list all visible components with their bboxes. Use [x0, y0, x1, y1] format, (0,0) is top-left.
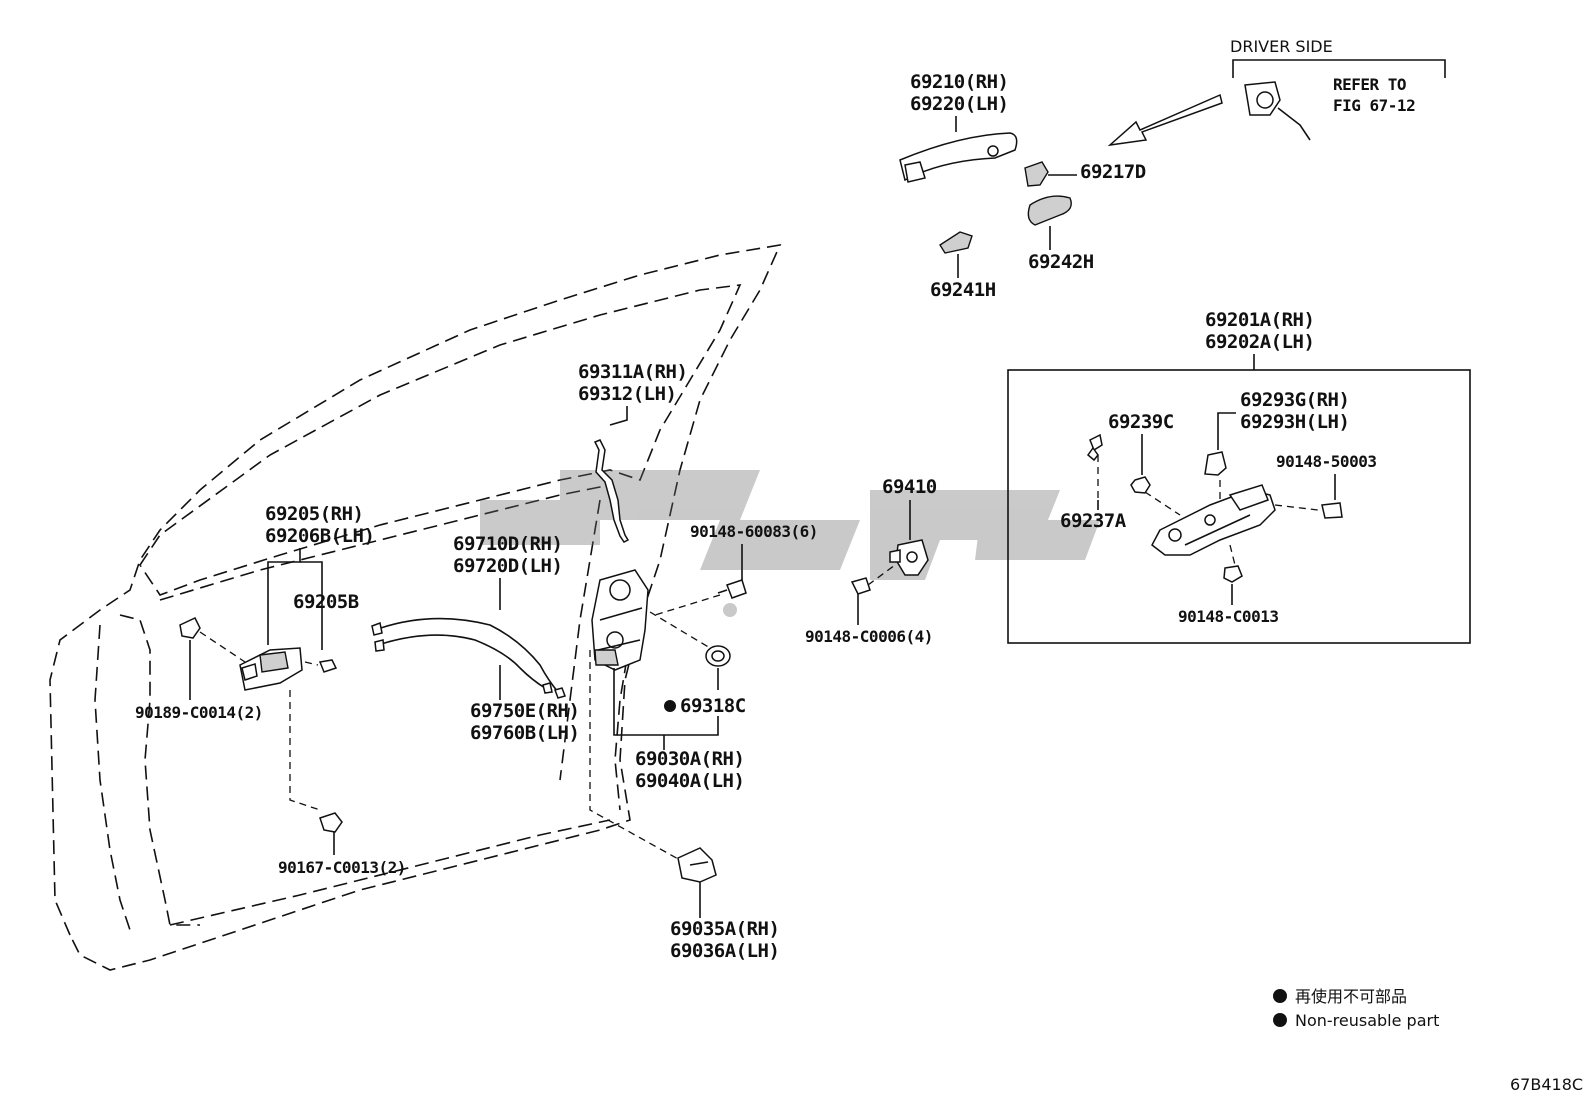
lock-cylinder-icon — [1244, 81, 1311, 141]
bracket-icon — [1086, 433, 1103, 462]
lock-rod-icon — [593, 439, 630, 543]
arrow-icon — [1107, 93, 1223, 147]
label-69030a-rh: 69030A(RH) — [635, 748, 744, 770]
inside-handle-group: 69205(RH) 69206B(LH) 69205B 90189-C0014(… — [135, 503, 406, 877]
label-69035a-rh: 69035A(RH) — [670, 918, 779, 940]
cable-icon — [371, 617, 566, 699]
label-69710d-rh: 69710D(RH) — [453, 533, 562, 555]
label-69720d-lh: 69720D(LH) — [453, 555, 562, 577]
label-69036a-lh: 69036A(LH) — [670, 940, 779, 962]
figure-code: 67B418C — [1510, 1075, 1583, 1094]
handle-pad-front-icon — [939, 231, 973, 254]
grommet-icon — [705, 645, 731, 667]
label-90148-c0006: 90148-C0006(4) — [805, 627, 933, 646]
label-90148-60083: 90148-60083(6) — [690, 522, 818, 541]
label-69242h: 69242H — [1028, 251, 1094, 273]
label-69237a: 69237A — [1060, 510, 1127, 532]
label-69239c: 69239C — [1108, 411, 1174, 433]
clip-icon — [1204, 451, 1227, 476]
legend: 再使用不可部品 Non-reusable part — [1273, 987, 1439, 1030]
label-69312-lh: 69312(LH) — [578, 383, 676, 405]
label-90148-c0013: 90148-C0013 — [1178, 607, 1278, 626]
watermark-logo — [480, 470, 1100, 617]
striker-icon — [889, 539, 929, 576]
label-69293g-rh: 69293G(RH) — [1240, 389, 1349, 411]
frame-assy-box — [1007, 369, 1471, 644]
label-69205b: 69205B — [293, 591, 359, 613]
label-69201a-rh: 69201A(RH) — [1205, 309, 1314, 331]
label-69210-rh: 69210(RH) — [910, 71, 1008, 93]
driver-side-bracket: DRIVER SIDE REFER TO FIG 67-12 — [1107, 37, 1446, 147]
screw-icon — [1223, 565, 1243, 583]
door-lock-icon — [591, 569, 649, 671]
label-69410: 69410 — [882, 476, 937, 498]
screw-icon — [318, 659, 338, 673]
legend-dot-jp-icon — [1273, 989, 1287, 1003]
refer-note-line1: REFER TO — [1333, 75, 1406, 94]
clip-icon — [179, 617, 201, 639]
screw-icon — [717, 579, 747, 599]
door-outline — [49, 243, 782, 971]
non-reusable-dot-icon — [664, 700, 676, 712]
refer-note-line2: FIG 67-12 — [1333, 96, 1415, 115]
driver-side-label: DRIVER SIDE — [1230, 37, 1333, 56]
label-69241h: 69241H — [930, 279, 996, 301]
label-69318c: 69318C — [680, 695, 746, 717]
screw-icon — [319, 812, 343, 840]
door-lock-group: 69311A(RH) 69312(LH) 90148-60083(6) 693 — [578, 361, 818, 962]
screw-icon — [850, 577, 871, 595]
label-69311a-rh: 69311A(RH) — [578, 361, 687, 383]
label-69220-lh-text: 69220(LH) — [910, 93, 1008, 115]
label-69205-rh: 69205(RH) — [265, 503, 363, 525]
label-69040a-lh: 69040A(LH) — [635, 770, 744, 792]
label-90189-c0014: 90189-C0014(2) — [135, 703, 263, 722]
handle-pad-rear-icon — [1027, 195, 1072, 226]
bolt-icon — [1321, 502, 1343, 519]
label-90148-50003: 90148-50003 — [1276, 452, 1376, 471]
label-69217d: 69217D — [1080, 161, 1146, 183]
inside-handle-icon — [239, 647, 303, 691]
outside-handle-group: 69210(RH) 69220(LH) 69217D 69242H 69241H — [899, 71, 1146, 301]
legend-dot-en-icon — [1273, 1013, 1287, 1027]
label-69202a-lh: 69202A(LH) — [1205, 331, 1314, 353]
handle-cap-icon — [1024, 161, 1049, 187]
label-69206b-lh: 69206B(LH) — [265, 525, 374, 547]
label-69293h-lh: 69293H(LH) — [1240, 411, 1349, 433]
nut-icon — [1130, 476, 1151, 494]
lock-cover-icon — [677, 847, 717, 883]
legend-jp: 再使用不可部品 — [1295, 987, 1407, 1006]
label-69750e-rh: 69750E(RH) — [470, 700, 579, 722]
inside-handle-frame-icon — [1151, 484, 1276, 556]
label-69760b-lh: 69760B(LH) — [470, 722, 579, 744]
striker-group: 69410 90148-C0006(4) — [805, 476, 937, 646]
frame-assy-group: 69201A(RH) 69202A(LH) 69239C 69293G(RH) … — [1007, 309, 1471, 644]
label-90167-c0013: 90167-C0013(2) — [278, 858, 406, 877]
legend-en: Non-reusable part — [1295, 1011, 1439, 1030]
outside-handle-icon — [899, 132, 1018, 183]
cable-group: 69710D(RH) 69720D(LH) 69750E(RH) 69760B(… — [371, 533, 580, 744]
